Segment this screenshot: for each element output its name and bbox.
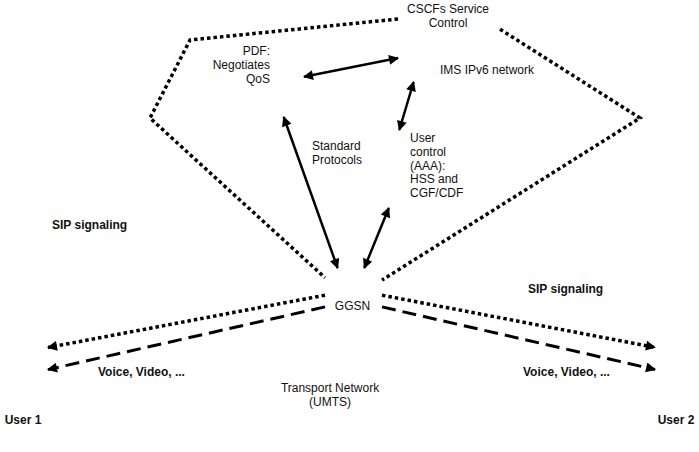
router-body [332, 278, 372, 286]
connector [48, 307, 325, 370]
cloud-part [160, 8, 360, 88]
user-node: User 2 [655, 338, 699, 430]
node-label: User control (AAA): HSS and CGF/CDF [410, 132, 470, 201]
router-node: GGSN [325, 268, 382, 318]
connector [382, 295, 655, 347]
node-label: PDF: Negotiates QoS [212, 45, 270, 86]
server-icon [406, 34, 429, 80]
phone-icon [7, 339, 28, 410]
cloud-part [110, 285, 620, 445]
router-icon [332, 271, 372, 292]
server-node: User control (AAA): HSS and CGF/CDF [372, 130, 472, 208]
ims-cloud: IMS IPv6 network CSCFs Service ControlPDF… [150, 0, 640, 128]
node-label: GGSN [325, 300, 380, 314]
edge-label: Voice, Video, ... [523, 366, 610, 380]
node-label: IMS IPv6 network [440, 64, 550, 78]
cloud-part [255, 250, 475, 360]
edge-label: SIP signaling [528, 283, 603, 297]
connector [382, 307, 655, 370]
cloud-part [330, 208, 414, 272]
cloud-part [340, 122, 510, 218]
server-node: PDF: Negotiates QoS [212, 42, 304, 117]
transport-cloud: Transport Network (UMTS) [105, 245, 625, 452]
server-icon [272, 54, 302, 114]
cloud-part [115, 375, 615, 452]
connector [399, 82, 413, 130]
connector [304, 58, 398, 77]
cloud-part [125, 265, 365, 365]
cloud-shape [105, 245, 625, 452]
router-arrows [341, 275, 363, 282]
user-node: User 1 [2, 338, 48, 430]
router-body [332, 280, 372, 292]
node-label: CSCFs Service Control [398, 3, 498, 31]
server-icon [376, 141, 406, 201]
node-label: Transport Network (UMTS) [275, 382, 385, 410]
cloud-part [360, 64, 620, 124]
edge-label: SIP signaling [52, 219, 127, 233]
connector [150, 19, 398, 278]
connector [364, 208, 389, 268]
router-arrows [341, 275, 363, 281]
phone-icon [665, 339, 686, 410]
node-label: User 1 [0, 414, 46, 428]
cloud-part [322, 160, 422, 240]
connector [48, 295, 325, 347]
annotation-label: Standard Protocols [312, 140, 374, 168]
connector [382, 29, 640, 280]
cloud-part [375, 265, 615, 355]
router-top [332, 271, 372, 285]
cloud-part [455, 10, 635, 90]
edge-label: Voice, Video, ... [98, 366, 185, 380]
cloud-part [155, 14, 635, 118]
node-label: User 2 [653, 414, 699, 428]
